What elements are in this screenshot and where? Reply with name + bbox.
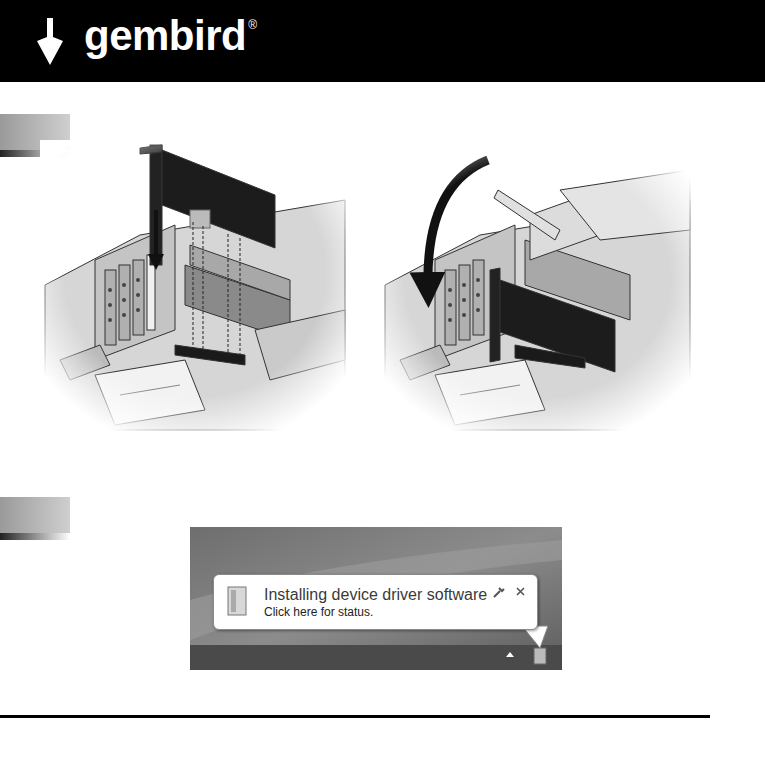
balloon-heading: Installing device driver software: [264, 585, 487, 606]
card-seated-figure: [380, 150, 695, 435]
header-bar: [0, 0, 765, 82]
logo-icon: [37, 18, 63, 65]
taskbar-screenshot: [190, 527, 562, 670]
registered-mark: ®: [248, 18, 257, 32]
brand-logo: gembird: [84, 12, 246, 60]
card-insert-figure: [40, 140, 350, 435]
footer-rule: [0, 715, 710, 718]
notification-balloon: Installing device driver softwareClick h…: [213, 574, 538, 630]
step-tab: [0, 497, 70, 540]
device-icon: [222, 584, 252, 618]
balloon-link: Click here for status.: [264, 605, 487, 621]
balloon-controls: [491, 585, 531, 601]
